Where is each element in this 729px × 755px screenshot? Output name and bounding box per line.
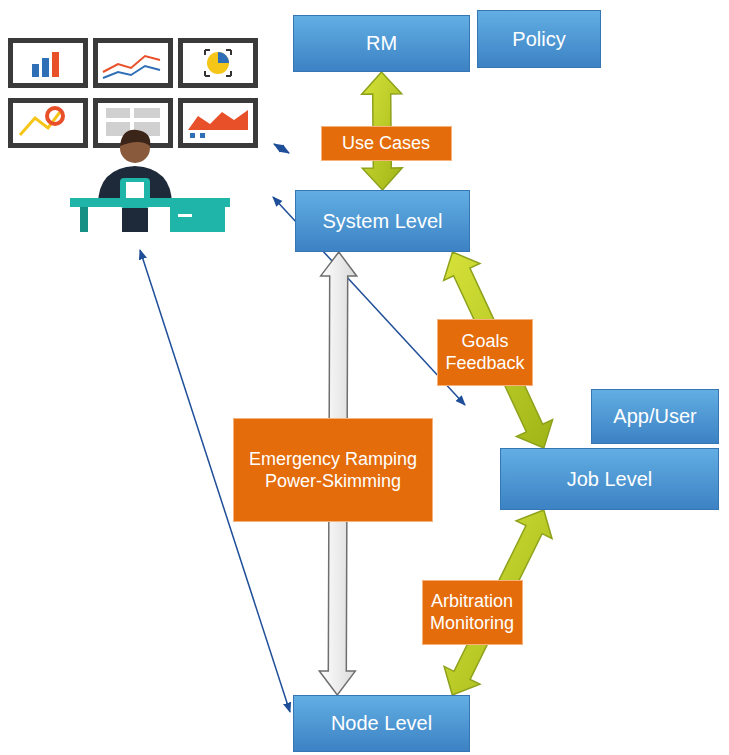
box-label: Node Level xyxy=(331,712,432,735)
app-user-box: App/User xyxy=(591,389,719,444)
box-label: Job Level xyxy=(567,468,653,491)
operator-figure xyxy=(70,130,230,232)
monitor-wall xyxy=(8,38,258,148)
edge-label: Goals Feedback xyxy=(437,319,533,386)
box-label: RM xyxy=(366,32,397,55)
box-label: Policy xyxy=(512,28,565,51)
edge-label: Emergency Ramping Power-Skimming xyxy=(233,418,433,522)
rm-box: RM xyxy=(293,15,470,72)
box-label: App/User xyxy=(613,405,696,428)
system-level-box: System Level xyxy=(295,190,470,252)
edge-label: Arbitration Monitoring xyxy=(422,580,523,645)
policy-box: Policy xyxy=(477,10,601,68)
edge-label: Use Cases xyxy=(321,126,452,161)
job-level-box: Job Level xyxy=(500,448,719,510)
box-label: System Level xyxy=(322,210,442,233)
node-level-box: Node Level xyxy=(293,695,470,752)
